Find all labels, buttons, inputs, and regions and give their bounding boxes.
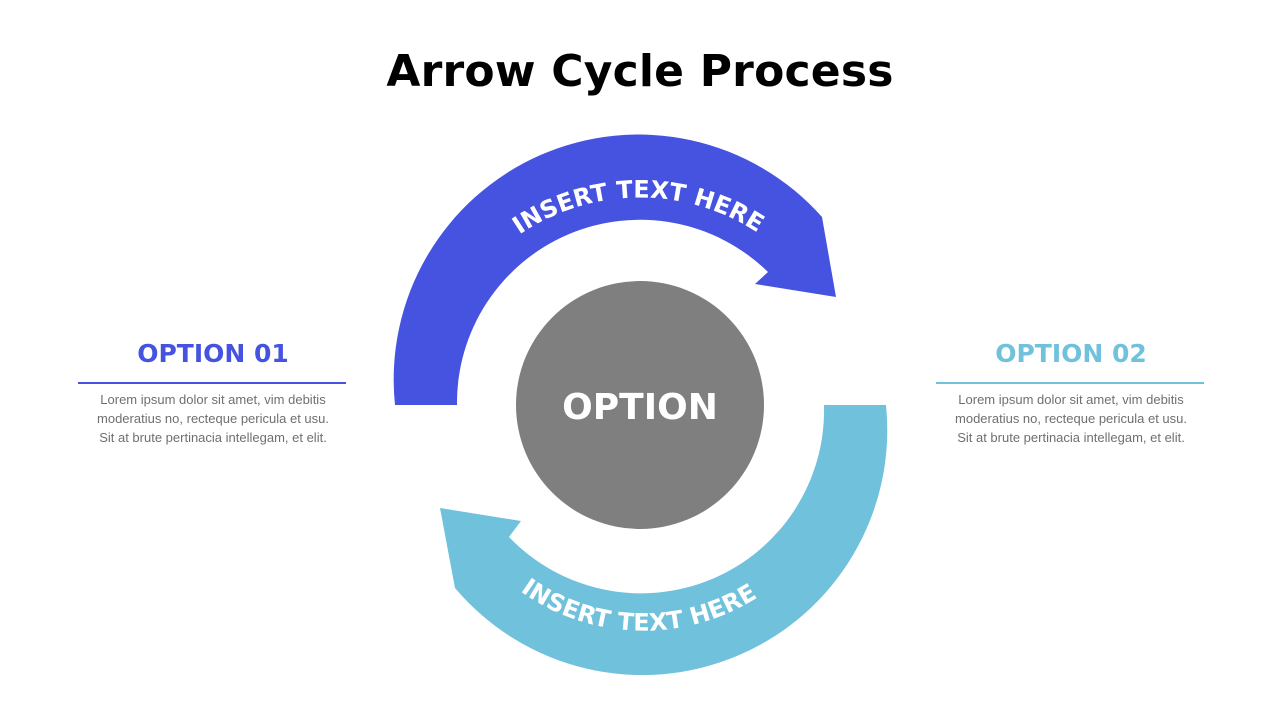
option-01-line-3: Sit at brute pertinacia intellegam, et e…	[99, 430, 327, 445]
option-01-description: Lorem ipsum dolor sit amet, vim debitis …	[78, 390, 348, 447]
center-circle	[516, 281, 764, 529]
option-02-divider	[936, 382, 1204, 384]
page-title: Arrow Cycle Process	[386, 46, 894, 97]
option-02-description: Lorem ipsum dolor sit amet, vim debitis …	[936, 390, 1206, 447]
option-02-line-2: moderatius no, recteque pericula et usu.	[955, 411, 1187, 426]
top-cycle-arrow	[393, 134, 836, 405]
option-01-heading: OPTION 01	[137, 339, 289, 368]
option-02-line-1: Lorem ipsum dolor sit amet, vim debitis	[958, 392, 1184, 407]
option-02-block: OPTION 02 Lorem ipsum dolor sit amet, vi…	[936, 338, 1206, 447]
option-01-line-2: moderatius no, recteque pericula et usu.	[97, 411, 329, 426]
center-label: OPTION	[562, 387, 718, 428]
option-01-divider	[78, 382, 346, 384]
option-01-line-1: Lorem ipsum dolor sit amet, vim debitis	[100, 392, 326, 407]
bottom-cycle-arrow	[440, 405, 888, 676]
option-02-heading: OPTION 02	[995, 339, 1147, 368]
option-01-block: OPTION 01 Lorem ipsum dolor sit amet, vi…	[78, 338, 348, 447]
option-02-line-3: Sit at brute pertinacia intellegam, et e…	[957, 430, 1185, 445]
